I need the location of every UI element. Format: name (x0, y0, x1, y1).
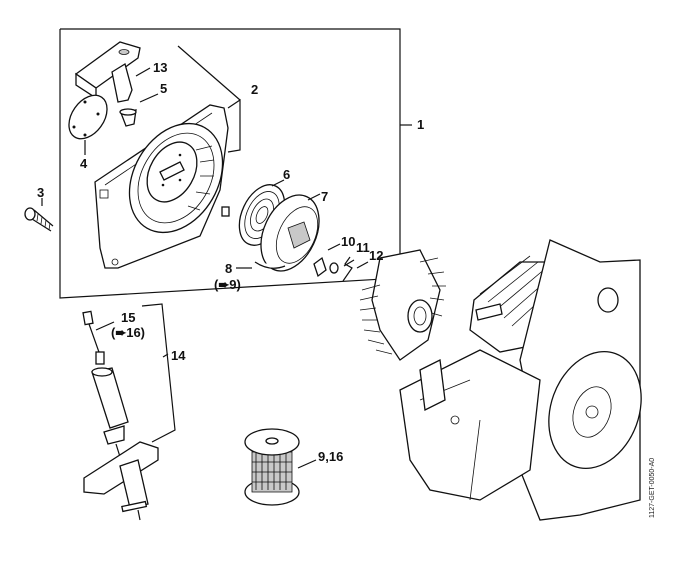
rope-rotor[interactable] (250, 186, 331, 280)
label-4: 4 (80, 156, 88, 171)
label-7: 7 (321, 189, 328, 204)
fan-housing[interactable] (94, 104, 241, 269)
screw[interactable] (24, 207, 54, 232)
label-8-ref: (➨9) (214, 277, 241, 292)
spring-clip[interactable] (342, 256, 353, 282)
label-15-ref: (➨16) (111, 325, 145, 340)
engine-block (359, 239, 642, 521)
starter-grip[interactable] (74, 41, 141, 103)
label-8: 8 (225, 261, 232, 276)
cover-plate[interactable] (61, 88, 115, 146)
label-1: 1 (417, 117, 424, 132)
pawl[interactable] (313, 256, 327, 278)
label-13: 13 (153, 60, 167, 75)
label-12: 12 (369, 248, 383, 263)
part-labels: 1 2 3 4 5 6 7 8 (➨9) 10 11 12 13 14 15 (… (37, 60, 424, 464)
label-9-16: 9,16 (318, 449, 343, 464)
label-10: 10 (341, 234, 355, 249)
washer[interactable] (329, 262, 339, 274)
label-11: 11 (356, 240, 370, 255)
rope-spool[interactable] (244, 428, 300, 506)
grommet[interactable] (119, 108, 137, 127)
label-2: 2 (251, 82, 258, 97)
label-6: 6 (283, 167, 290, 182)
label-3: 3 (37, 185, 44, 200)
label-14: 14 (171, 348, 186, 363)
drawing-code: 1127-GET-0050-A0 (649, 458, 656, 518)
assembly-tool[interactable] (82, 310, 159, 521)
leader-lines (41, 45, 369, 469)
label-15: 15 (121, 310, 135, 325)
label-5: 5 (160, 81, 167, 96)
